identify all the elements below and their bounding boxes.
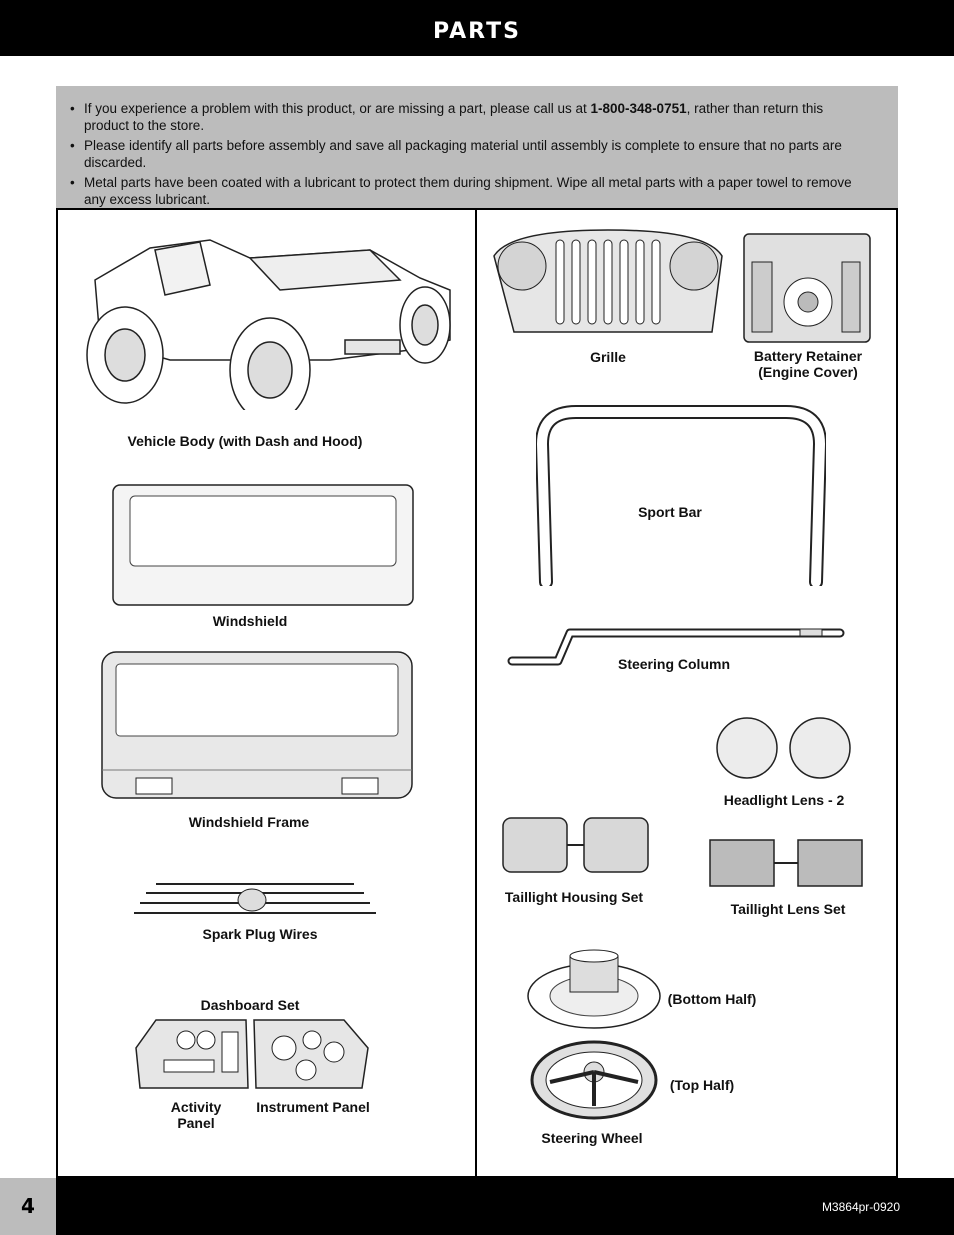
label-vehicle-body: Vehicle Body (with Dash and Hood) <box>127 433 363 449</box>
sport-bar-illustration <box>536 405 826 586</box>
label-taillight-lens: Taillight Lens Set <box>730 901 846 917</box>
windshield-illustration <box>112 484 414 606</box>
label-windshield-frame: Windshield Frame <box>188 814 310 830</box>
headlight-lens-illustration <box>716 717 851 779</box>
label-activity-panel-2: Panel <box>177 1115 215 1131</box>
label-battery-retainer-1: Battery Retainer <box>753 348 863 364</box>
label-activity-panel-1: Activity <box>170 1099 222 1115</box>
note-item: If you experience a problem with this pr… <box>70 100 870 134</box>
header-bar <box>0 0 954 56</box>
label-spark-plug-wires: Spark Plug Wires <box>202 926 318 942</box>
steering-top-illustration <box>530 1040 658 1120</box>
page-number: 4 <box>0 1178 56 1235</box>
label-steering-wheel: Steering Wheel <box>541 1130 643 1146</box>
label-steering-column: Steering Column <box>617 656 730 672</box>
label-taillight-housing: Taillight Housing Set <box>504 889 644 905</box>
label-battery-retainer-2: (Engine Cover) <box>758 364 858 380</box>
notes-panel: If you experience a problem with this pr… <box>56 86 898 208</box>
spark-plug-wires-illustration <box>134 883 376 914</box>
taillight-lens-illustration <box>709 839 863 887</box>
steering-column-illustration <box>507 628 845 666</box>
label-instrument-panel: Instrument Panel <box>256 1099 370 1115</box>
grille-illustration <box>493 229 723 333</box>
footer-bar <box>0 1178 954 1235</box>
note-text: If you experience a problem with this pr… <box>84 101 591 116</box>
label-grille: Grille <box>590 349 626 365</box>
steering-bottom-illustration <box>527 949 661 1029</box>
label-steering-bottom: (Bottom Half) <box>667 991 757 1007</box>
battery-retainer-illustration <box>743 233 871 343</box>
vehicle-body-illustration <box>86 239 451 410</box>
dashboard-set-illustration <box>135 1019 369 1089</box>
label-dashboard-set: Dashboard Set <box>200 997 300 1013</box>
taillight-housing-illustration <box>502 817 649 873</box>
windshield-frame-illustration <box>101 651 413 799</box>
note-item: Please identify all parts before assembl… <box>70 137 870 171</box>
document-code: M3864pr-0920 <box>821 1200 900 1214</box>
label-steering-top: (Top Half) <box>669 1077 735 1093</box>
note-item: Metal parts have been coated with a lubr… <box>70 174 870 208</box>
page-title: PARTS <box>433 19 521 44</box>
label-sport-bar: Sport Bar <box>638 504 702 520</box>
label-windshield: Windshield <box>212 613 288 629</box>
phone-number: 1-800-348-0751 <box>590 101 687 116</box>
label-headlight-lens: Headlight Lens - 2 <box>723 792 845 808</box>
note-text: , rather than return this product to the… <box>84 101 824 133</box>
